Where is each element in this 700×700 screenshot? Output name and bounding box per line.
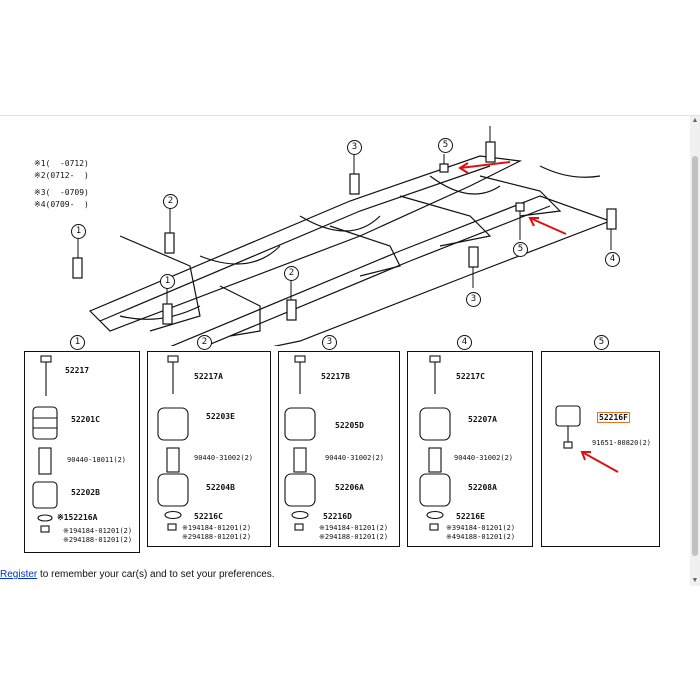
panel-1-number: 1: [70, 335, 85, 350]
part-52216c[interactable]: 52216C: [194, 512, 223, 521]
callout-2-lower: 2: [284, 266, 299, 281]
panel-2-number: 2: [197, 335, 212, 350]
callout-1-left: 1: [71, 224, 86, 239]
part-52216d[interactable]: 52216D: [323, 512, 352, 521]
part-52217[interactable]: 52217: [65, 366, 90, 375]
panel-3-number: 3: [322, 335, 337, 350]
panel-4: 52217C 52207A 90440-31002(2) 52208A 5221…: [407, 351, 533, 547]
callout-5-lower: 5: [513, 242, 528, 257]
part-52205d[interactable]: 52205D: [335, 421, 364, 430]
frame-illustration: [72, 126, 617, 346]
legend-line-2: ※2(0712- ): [34, 170, 89, 180]
part-52203e[interactable]: 52203E: [206, 412, 235, 421]
part-52204b[interactable]: 52204B: [206, 483, 235, 492]
part-94188-01201[interactable]: ※294188-01201(2): [319, 533, 389, 541]
part-52217a[interactable]: 52217A: [194, 372, 223, 381]
callout-2-upper: 2: [163, 194, 178, 209]
part-52216f[interactable]: 52216F: [597, 412, 630, 423]
panel-5-parts-drawing: [555, 405, 619, 473]
panel-1-parts-drawing: [32, 355, 58, 533]
callout-5-upper: 5: [438, 138, 453, 153]
diagram-viewport[interactable]: ※1( -0712) ※2(0712- ) ※3( -0709) ※4(0709…: [0, 115, 700, 586]
part-52207a[interactable]: 52207A: [468, 415, 497, 424]
callout-3-lower: 3: [466, 292, 481, 307]
part-52202b[interactable]: 52202B: [71, 488, 100, 497]
part-52201c[interactable]: 52201C: [71, 415, 100, 424]
part-52216a[interactable]: ※152216A: [57, 513, 98, 522]
legend-line-3: ※3( -0709): [34, 188, 89, 197]
scroll-up-icon[interactable]: ▲: [691, 117, 699, 124]
part-52216e[interactable]: 52216E: [456, 512, 485, 521]
footer-text: to remember your car(s) and to set your …: [37, 569, 275, 580]
panel-3: 52217B 52205D 90440-31002(2) 52206A 5221…: [278, 351, 400, 547]
part-52208a[interactable]: 52208A: [468, 483, 497, 492]
part-90440-18011[interactable]: 90440-18011(2): [67, 456, 127, 464]
panel-5: 52216F 91651-80820(2): [541, 351, 660, 547]
callout-4: 4: [605, 252, 620, 267]
part-94188-01201[interactable]: ※494188-01201(2): [446, 533, 516, 541]
callout-3-upper: 3: [347, 140, 362, 155]
register-link[interactable]: Register: [0, 569, 38, 580]
panel-1: 52217 52201C 90440-18011(2) 52202B ※1522…: [24, 351, 140, 553]
panel-2: 52217A 52203E 90440-31002(2) 52204B 5221…: [147, 351, 271, 547]
panel-2-parts-drawing: [157, 355, 189, 531]
date-legend: ※1( -0712) ※2(0712- ) ※3( -0709) ※4(0709…: [34, 158, 89, 210]
part-94184-01201[interactable]: ※394184-01201(2): [446, 524, 516, 532]
legend-line-1: ※1( -0712): [34, 159, 89, 168]
panel-4-number: 4: [457, 335, 472, 350]
part-91651-80820[interactable]: 91651-80820(2): [592, 439, 652, 447]
panel-5-number: 5: [594, 335, 609, 350]
callout-1-lower: 1: [160, 274, 175, 289]
panel-4-parts-drawing: [419, 355, 451, 531]
legend-line-4: ※4(0709- ): [34, 199, 89, 209]
part-94188-01201[interactable]: ※294188-01201(2): [63, 536, 133, 544]
part-52217b[interactable]: 52217B: [321, 372, 350, 381]
part-94184-01201[interactable]: ※194184-01201(2): [319, 524, 389, 532]
part-52217c[interactable]: 52217C: [456, 372, 485, 381]
part-94184-01201[interactable]: ※194184-01201(2): [63, 527, 133, 535]
panel-3-parts-drawing: [284, 355, 316, 531]
vertical-scrollbar[interactable]: ▲ ▼: [690, 116, 700, 586]
scrollbar-thumb[interactable]: [692, 156, 698, 556]
scroll-down-icon[interactable]: ▼: [691, 577, 699, 584]
part-90440-31002[interactable]: 90440-31002(2): [194, 454, 254, 462]
footer-notice: Register to remember your car(s) and to …: [0, 569, 275, 580]
part-94188-01201[interactable]: ※294188-01201(2): [182, 533, 252, 541]
part-52206a[interactable]: 52206A: [335, 483, 364, 492]
part-90440-31002[interactable]: 90440-31002(2): [454, 454, 514, 462]
part-94184-01201[interactable]: ※194184-01201(2): [182, 524, 252, 532]
part-90440-31002[interactable]: 90440-31002(2): [325, 454, 385, 462]
